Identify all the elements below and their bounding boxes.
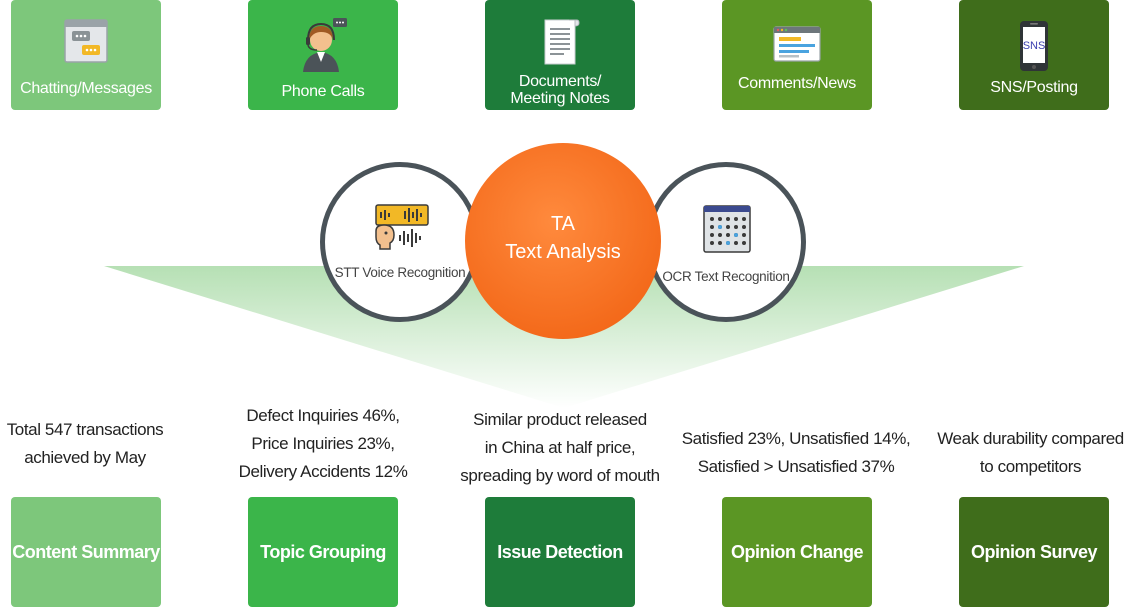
- sns-text: SNS: [1023, 40, 1046, 52]
- source-label: Comments/News: [738, 75, 856, 92]
- source-label-line: Documents/ Meeting Notes: [510, 73, 610, 107]
- source-comments: Comments/News: [722, 0, 872, 110]
- stt-label: STT Voice Recognition: [334, 265, 466, 280]
- center-title: TA: [550, 213, 576, 235]
- output-issue-detection: Issue Detection: [485, 497, 635, 607]
- smartphone-sns-icon: SNS: [1019, 20, 1049, 77]
- output-label: Opinion Survey: [970, 541, 1098, 562]
- source-label: Documents/ Meeting Notes: [485, 73, 635, 107]
- voice-recognition-icon: [372, 203, 430, 256]
- output-label: Issue Detection: [497, 541, 623, 562]
- desc-opinion-change: Satisfied 23%, Unsatisfied 14%, Satisfie…: [681, 429, 911, 476]
- chat-window-icon: [63, 18, 109, 69]
- source-sns: SNS SNS/Posting: [959, 0, 1109, 110]
- source-documents: Documents/ Meeting Notes: [485, 0, 635, 110]
- source-label: Chatting/Messages: [20, 80, 152, 97]
- output-opinion-change: Opinion Change: [722, 497, 872, 607]
- source-phone: Phone Calls: [248, 0, 398, 110]
- output-label: Content Summary: [12, 541, 160, 562]
- output-opinion-survey: Opinion Survey: [959, 497, 1109, 607]
- output-content-summary: Content Summary: [11, 497, 161, 607]
- output-label: Opinion Change: [731, 541, 864, 562]
- output-topic-grouping: Topic Grouping: [248, 497, 398, 607]
- headset-operator-icon: [295, 16, 351, 77]
- ocr-label: OCR Text Recognition: [662, 269, 790, 284]
- browser-news-icon: [773, 26, 821, 67]
- stt-circle: STT Voice Recognition: [320, 162, 480, 322]
- desc-opinion-survey: Weak durability compared to competitors: [937, 429, 1124, 476]
- document-scroll-icon: [539, 18, 581, 71]
- source-label: SNS/Posting: [990, 79, 1078, 96]
- text-analysis-circle: TA Text Analysis: [465, 143, 661, 339]
- ocr-circle: OCR Text Recognition: [646, 162, 806, 322]
- source-chatting: Chatting/Messages: [11, 0, 161, 110]
- desc-topic-grouping: Defect Inquiries 46%, Price Inquiries 23…: [238, 406, 408, 481]
- source-label: Phone Calls: [281, 83, 365, 100]
- center-subtitle: Text Analysis: [505, 241, 621, 263]
- ocr-grid-icon: [703, 205, 751, 258]
- desc-content-summary: Total 547 transactions achieved by May: [6, 420, 164, 467]
- desc-issue-detection: Similar product released in China at hal…: [460, 410, 660, 485]
- output-label: Topic Grouping: [260, 541, 386, 562]
